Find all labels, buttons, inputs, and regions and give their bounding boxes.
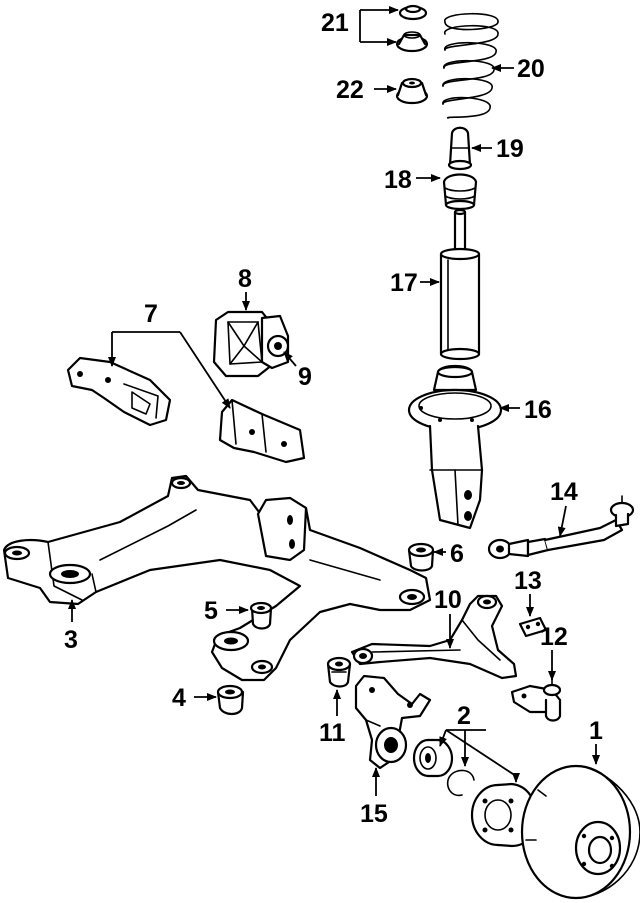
part-bushing-11 (326, 656, 352, 688)
callout-15: 15 (360, 800, 388, 828)
callout-14: 14 (550, 478, 578, 506)
callout-19: 19 (496, 135, 524, 163)
part-dust-boot (442, 173, 478, 211)
part-snap-ring (446, 769, 475, 797)
callout-22: 22 (336, 76, 364, 104)
part-tie-rod-end (487, 495, 635, 560)
part-engine-mount (212, 310, 290, 378)
part-wheel-bearing (412, 738, 454, 778)
part-subframe (2, 474, 432, 682)
part-ball-joint (510, 675, 562, 722)
part-upper-mount-plates (395, 4, 429, 53)
part-clamp-plate (518, 616, 548, 638)
callout-18: 18 (384, 166, 412, 194)
part-brake-disc (520, 764, 640, 900)
part-bushing-4 (216, 684, 245, 716)
callout-1: 1 (589, 717, 603, 745)
callout-2: 2 (457, 702, 471, 730)
part-coil-spring (442, 12, 499, 119)
part-bump-stop (447, 126, 473, 171)
callout-11: 11 (319, 719, 346, 747)
part-shock-absorber (439, 208, 481, 361)
part-spring-seat (395, 77, 429, 105)
callout-5: 5 (204, 597, 218, 625)
callout-3: 3 (64, 626, 78, 654)
callout-numbers: 21 22 20 19 18 17 16 8 9 7 6 14 3 5 10 1… (64, 9, 603, 828)
callout-9: 9 (298, 363, 312, 391)
part-steering-knuckle (354, 674, 432, 770)
callout-4: 4 (172, 684, 186, 712)
callout-7: 7 (144, 300, 158, 328)
callout-6: 6 (450, 540, 464, 568)
callout-20: 20 (517, 55, 545, 83)
callout-8: 8 (238, 265, 252, 293)
leader-lines (68, 6, 600, 796)
part-transmission-mount-right (218, 398, 306, 464)
part-bushing-5 (249, 601, 273, 630)
part-transmission-mount-left (66, 356, 172, 427)
callout-17: 17 (390, 269, 418, 297)
callout-12: 12 (540, 623, 568, 651)
callout-13: 13 (514, 567, 542, 595)
callout-16: 16 (524, 396, 552, 424)
callout-10: 10 (434, 586, 462, 614)
part-bushing-6 (407, 542, 435, 572)
part-strut-housing (407, 364, 503, 530)
callout-21: 21 (321, 9, 349, 37)
